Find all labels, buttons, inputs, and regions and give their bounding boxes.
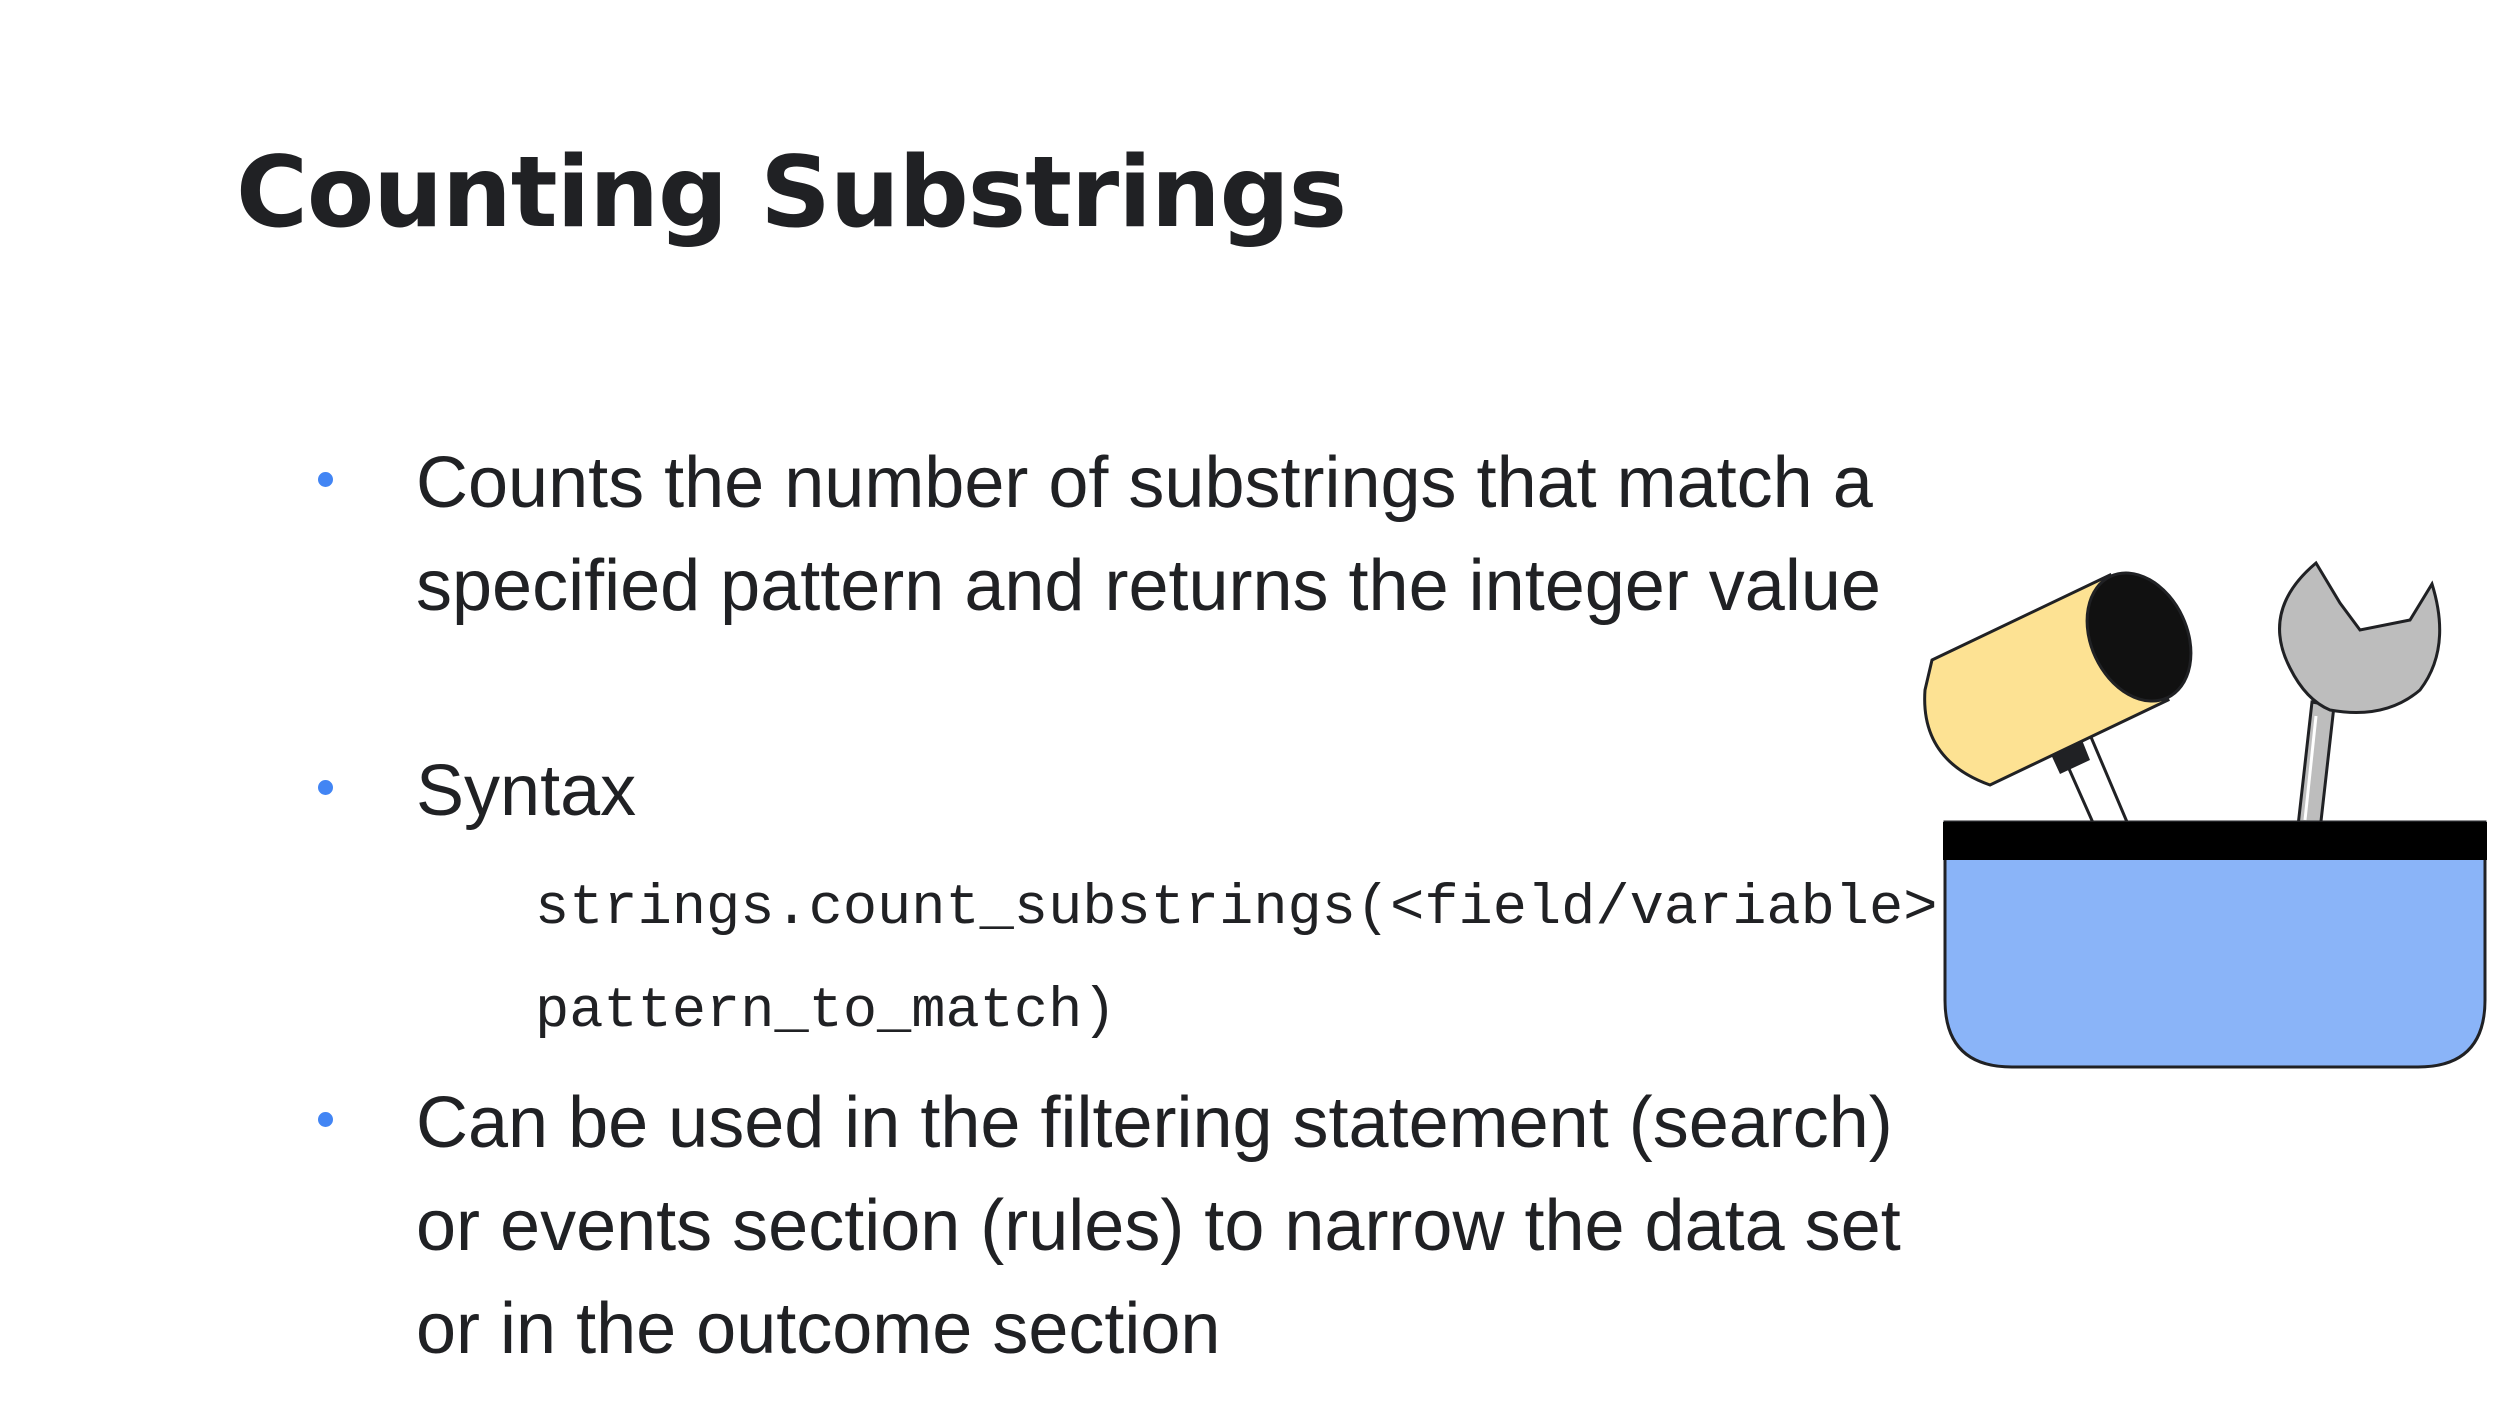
- toolbox-illustration: [1900, 550, 2500, 1090]
- wrench-icon: [2278, 560, 2442, 832]
- bullet-dot: [318, 1112, 333, 1127]
- bullet-text: Syntax: [416, 751, 637, 831]
- mallet-icon: [1923, 571, 2193, 836]
- bullet-item: Can be used in the filtering statement (…: [318, 1072, 1936, 1381]
- bullet-dot: [318, 780, 333, 795]
- bullet-text: Counts the number of substrings that mat…: [416, 443, 1881, 626]
- slide-title: Counting Substrings: [236, 136, 1347, 250]
- bullet-dot: [318, 472, 333, 487]
- bullet-text: Can be used in the filtering statement (…: [416, 1083, 1901, 1369]
- bullet-item: Counts the number of substrings that mat…: [318, 432, 1936, 638]
- bullet-item: Syntax: [318, 740, 1936, 843]
- code-snippet: strings.count_substrings(<field/variable…: [535, 877, 1972, 1044]
- toolbox-icon: [1943, 820, 2487, 1069]
